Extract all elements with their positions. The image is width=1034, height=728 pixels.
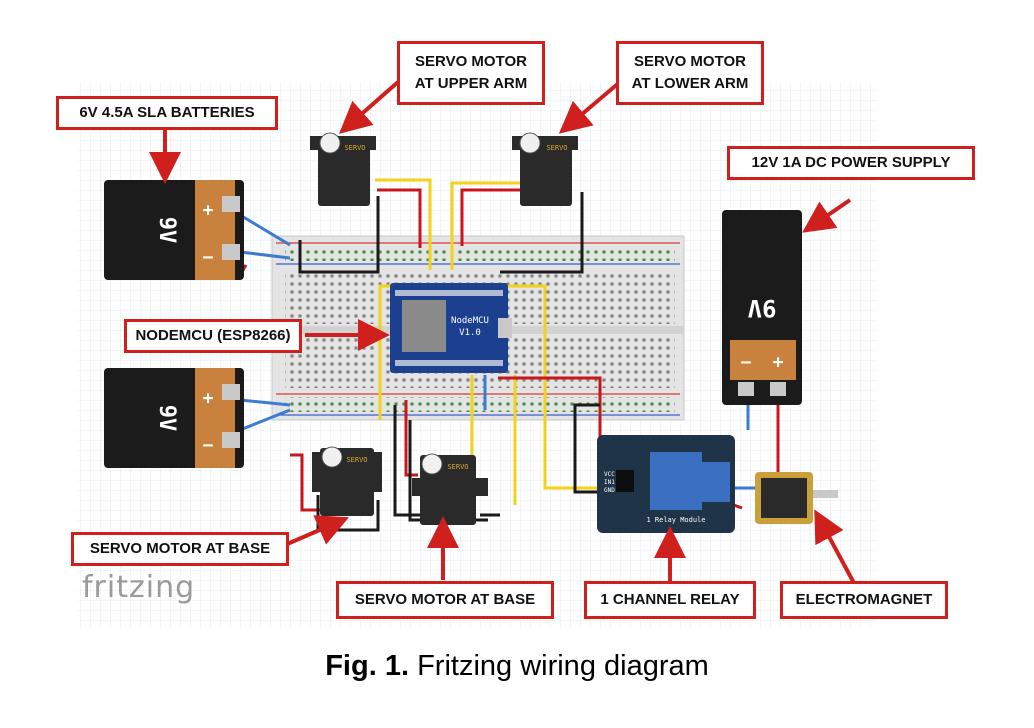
- battery-bottom-label: 9V: [154, 405, 179, 432]
- power-supply-minus: −: [741, 352, 752, 373]
- power-supply-battery: − + 9V: [722, 210, 802, 405]
- battery-bottom-plus: +: [203, 388, 214, 409]
- label-servo-base-left: SERVO MOTOR AT BASE: [71, 532, 289, 566]
- relay-pin-gnd: GND: [604, 487, 615, 494]
- label-servo-base-right: SERVO MOTOR AT BASE: [336, 581, 554, 619]
- servo-base-right: SERVO: [412, 453, 488, 525]
- label-electromagnet: ELECTROMAGNET: [780, 581, 948, 619]
- battery-top-plus: +: [203, 200, 214, 221]
- label-servo-upper-arm: SERVO MOTOR AT UPPER ARM: [397, 41, 545, 105]
- power-supply-label: 9V: [748, 294, 777, 322]
- battery-bottom-minus: −: [203, 435, 214, 456]
- label-power-supply: 12V 1A DC POWER SUPPLY: [727, 146, 975, 180]
- servo-base-left-text: SERVO: [346, 456, 367, 464]
- relay-module: VCC IN1 GND 1 Relay Module: [597, 435, 735, 533]
- servo-lower-text: SERVO: [546, 144, 567, 152]
- figure-caption: Fig. 1. Fritzing wiring diagram: [0, 650, 1034, 683]
- label-servo-lower-arm: SERVO MOTOR AT LOWER ARM: [616, 41, 764, 105]
- power-supply-plus: +: [773, 352, 784, 373]
- relay-title: 1 Relay Module: [646, 516, 705, 524]
- battery-bottom: + − 9V: [104, 368, 244, 468]
- relay-pin-vcc: VCC: [604, 471, 615, 478]
- caption-fig-label: Fig. 1.: [325, 650, 410, 682]
- electromagnet-component: [755, 472, 838, 524]
- battery-top-minus: −: [203, 247, 214, 268]
- servo-lower-arm: SERVO: [512, 132, 578, 206]
- fritzing-logo: fritzing: [82, 570, 196, 605]
- nodemcu-line2: V1.0: [459, 328, 481, 338]
- servo-base-left: SERVO: [312, 446, 382, 516]
- caption-text: Fritzing wiring diagram: [409, 650, 709, 682]
- nodemcu-board: NodeMCU V1.0: [390, 283, 512, 373]
- label-nodemcu: NODEMCU (ESP8266): [124, 319, 302, 353]
- battery-top: + − 9V: [104, 180, 244, 280]
- label-sla-batteries: 6V 4.5A SLA BATTERIES: [56, 96, 278, 130]
- nodemcu-line1: NodeMCU: [451, 316, 489, 326]
- arrows: [149, 80, 857, 586]
- servo-upper-text: SERVO: [344, 144, 365, 152]
- battery-top-label: 9V: [154, 217, 179, 244]
- relay-pin-in1: IN1: [604, 479, 615, 486]
- servo-upper-arm: SERVO: [310, 132, 376, 206]
- servo-base-right-text: SERVO: [447, 463, 468, 471]
- label-relay: 1 CHANNEL RELAY: [584, 581, 756, 619]
